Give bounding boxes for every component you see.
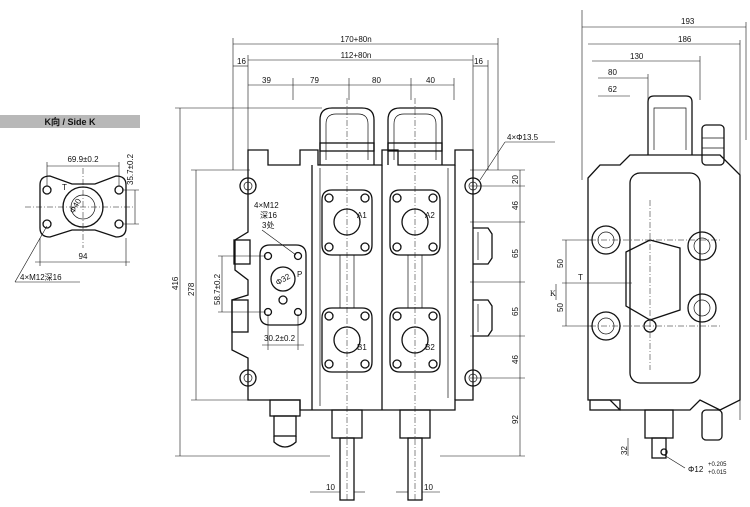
front-dim-left-16: 16 bbox=[237, 57, 246, 66]
side-dim-50b: 50 bbox=[556, 303, 565, 312]
front-dim-20: 20 bbox=[511, 175, 520, 184]
side-k-view: K向 / Side K T Φ40 69.9±0.2 35.7±0.2 94 4… bbox=[0, 115, 140, 283]
dim-30-2: 30.2±0.2 bbox=[264, 334, 296, 343]
side-dim-50a: 50 bbox=[556, 259, 565, 268]
front-view: 170+80n 112+80n 16 16 39 79 80 40 416 27… bbox=[171, 35, 555, 501]
left-boss bbox=[233, 239, 251, 265]
side-dim-32: 32 bbox=[620, 446, 629, 455]
side-k-title: K向 / Side K bbox=[44, 116, 96, 127]
side-dim-80: 80 bbox=[608, 68, 617, 77]
front-dim-inner: 112+80n bbox=[341, 51, 372, 60]
front-dim-65b: 65 bbox=[511, 307, 520, 316]
front-dim-278: 278 bbox=[187, 282, 196, 296]
side-k-dim-height: 35.7±0.2 bbox=[126, 153, 135, 185]
side-tol-upper: +0.205 bbox=[708, 462, 727, 468]
side-tol-lower: +0.015 bbox=[708, 470, 727, 476]
side-dim-186: 186 bbox=[678, 35, 692, 44]
dim-10b: 10 bbox=[424, 483, 433, 492]
mount-hole bbox=[464, 369, 482, 387]
side-dim-130: 130 bbox=[630, 52, 644, 61]
front-dim-40: 40 bbox=[426, 76, 435, 85]
port-p: Φ32 P bbox=[259, 244, 307, 326]
left-boss bbox=[231, 299, 249, 333]
side-k-port-label: T bbox=[62, 183, 67, 192]
front-dim-39: 39 bbox=[262, 76, 271, 85]
label-b1: B1 bbox=[357, 343, 367, 352]
side-k-bolt-note: 4×M12深16 bbox=[20, 273, 62, 282]
right-plug bbox=[473, 299, 493, 337]
side-dim-62: 62 bbox=[608, 85, 617, 94]
side-bottom-shaft bbox=[644, 409, 674, 439]
side-k-dim-width: 69.9±0.2 bbox=[67, 155, 99, 164]
label-b2: B2 bbox=[425, 343, 435, 352]
side-view: 193 186 130 80 62 bbox=[550, 10, 747, 476]
side-port bbox=[687, 293, 717, 323]
front-dim-92: 92 bbox=[511, 415, 520, 424]
front-dim-416: 416 bbox=[171, 276, 180, 290]
side-k-bolt-hole bbox=[42, 185, 52, 195]
p-bolts-note-a: 4×M12 bbox=[254, 201, 279, 210]
mount-hole bbox=[464, 177, 482, 195]
side-body-outline bbox=[587, 154, 741, 411]
bottom-plug bbox=[269, 399, 301, 417]
front-dim-total: 170+80n bbox=[340, 35, 371, 44]
p-port-dia: Φ32 bbox=[274, 272, 292, 288]
front-dim-80: 80 bbox=[372, 76, 381, 85]
side-k-port-dia: Φ40 bbox=[68, 197, 84, 215]
front-dim-65a: 65 bbox=[511, 249, 520, 258]
valve-body-outline bbox=[231, 149, 474, 411]
side-fitting-top bbox=[701, 124, 725, 166]
mount-hole bbox=[239, 369, 257, 387]
spool-shaft-1 bbox=[339, 437, 355, 501]
side-k-banner bbox=[0, 115, 140, 128]
side-shaft-dia: Φ12 bbox=[688, 465, 704, 474]
side-label-t: T bbox=[578, 273, 583, 282]
side-k-dim-overall: 94 bbox=[79, 252, 88, 261]
label-a2: A2 bbox=[425, 211, 435, 220]
side-k-bolt-hole bbox=[114, 185, 124, 195]
front-dim-46a: 46 bbox=[511, 201, 520, 210]
side-fitting-bottom bbox=[701, 409, 723, 441]
side-k-bolt-hole bbox=[42, 219, 52, 229]
side-cap bbox=[647, 95, 693, 155]
side-bottom-block bbox=[589, 399, 621, 411]
p-bolts-note-b: 深16 bbox=[260, 211, 277, 220]
side-label-k: K bbox=[550, 289, 556, 298]
mount-holes-note: 4×Φ13.5 bbox=[507, 133, 539, 142]
side-port bbox=[687, 231, 717, 261]
mount-hole bbox=[239, 177, 257, 195]
spool-cap-top-2 bbox=[387, 107, 443, 165]
front-dim-46b: 46 bbox=[511, 355, 520, 364]
front-dim-79: 79 bbox=[310, 76, 319, 85]
dim-58-7: 58.7±0.2 bbox=[213, 273, 222, 305]
label-p: P bbox=[297, 270, 302, 279]
spool-shaft-2 bbox=[407, 437, 423, 501]
side-k-bolt-hole bbox=[114, 219, 124, 229]
label-a1: A1 bbox=[357, 211, 367, 220]
spool-cap-top-1 bbox=[319, 107, 375, 165]
dim-10a: 10 bbox=[326, 483, 335, 492]
front-dim-right-16: 16 bbox=[474, 57, 483, 66]
side-k-flange bbox=[39, 175, 127, 238]
side-dim-193: 193 bbox=[681, 17, 695, 26]
right-plug bbox=[473, 227, 493, 265]
p-bolts-note-c: 3处 bbox=[262, 220, 274, 230]
